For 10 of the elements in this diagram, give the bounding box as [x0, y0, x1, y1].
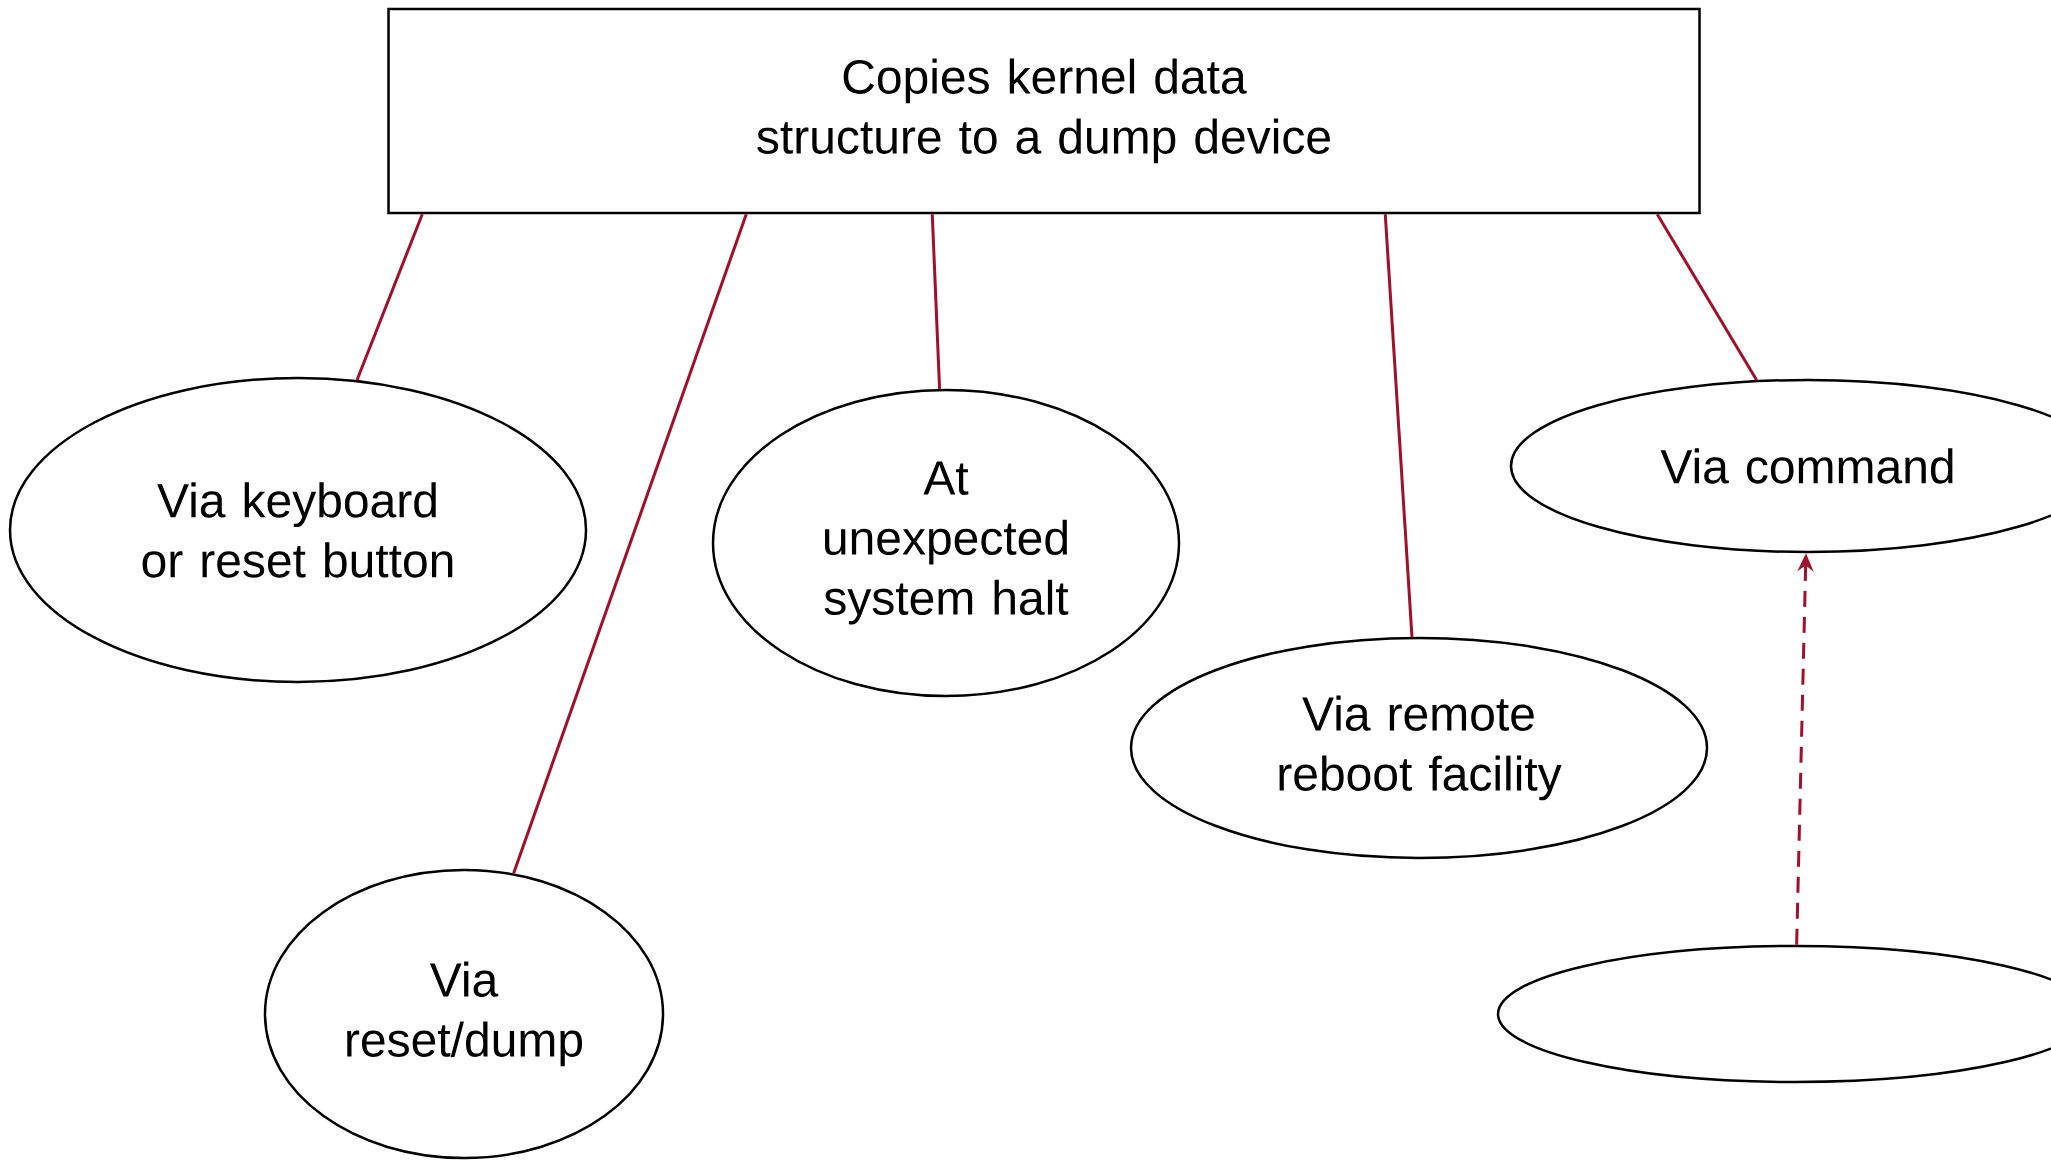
ellipse-node: Via reset/dump	[263, 868, 665, 1160]
ellipse-node: Via remote reboot facility	[1129, 636, 1709, 860]
connector-line	[1655, 213, 1758, 381]
connector-line	[930, 214, 942, 389]
connector-line	[355, 213, 424, 381]
connector-line	[512, 213, 748, 874]
connector-line	[1383, 214, 1414, 637]
ellipse-node: At unexpected system halt	[711, 388, 1181, 698]
ellipse-node: Via keyboard or reset button	[8, 376, 588, 684]
process-box: Copies kernel data structure to a dump device	[387, 7, 1701, 215]
